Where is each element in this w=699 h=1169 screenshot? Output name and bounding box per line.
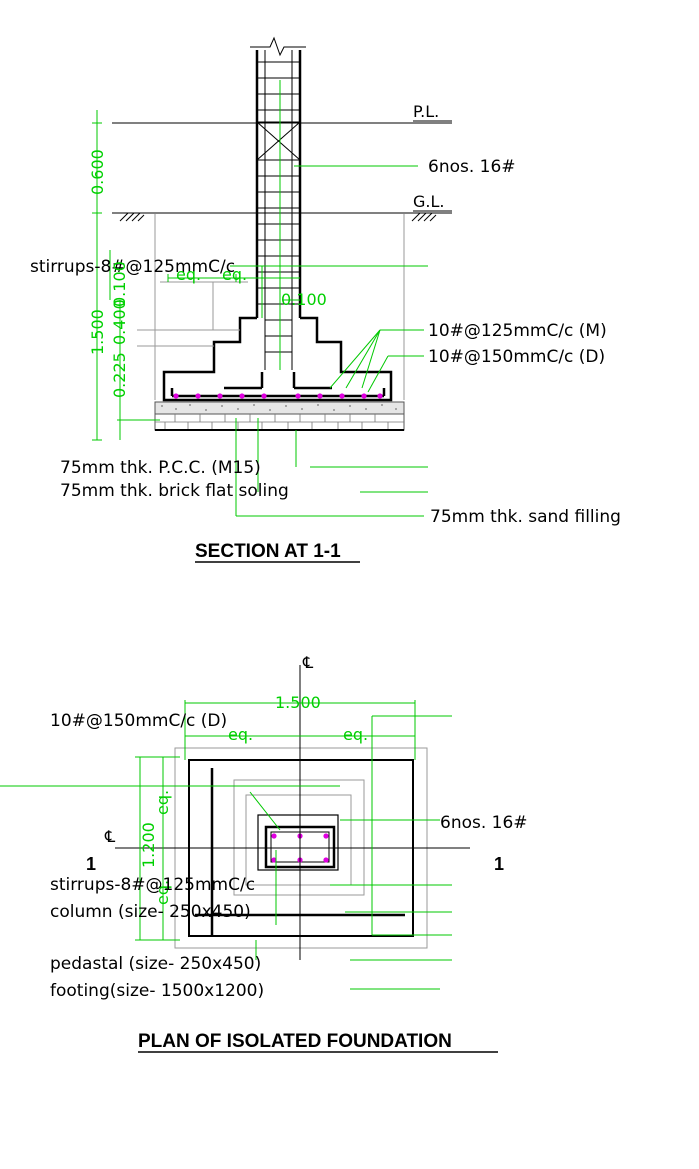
plan-eq-top-right: eq.	[343, 725, 368, 744]
plan-column-label: column (size- 250x450)	[50, 902, 251, 922]
plan-mesh-d-label: 10#@150mmC/c (D)	[50, 711, 227, 731]
section-dimensions	[92, 80, 428, 517]
dim-step2: 0.400	[110, 299, 129, 345]
section-mark-right: 1	[494, 854, 504, 874]
main-bars-label: 6nos. 16#	[428, 157, 516, 177]
plan-pedestal-label: pedastal (size- 250x450)	[50, 954, 261, 974]
column-section	[250, 36, 306, 370]
plan-title: PLAN OF ISOLATED FOUNDATION	[138, 1031, 452, 1052]
plan-column-bars	[271, 833, 329, 863]
dim-depth: 1.500	[88, 309, 107, 355]
pcc-layer	[154, 401, 405, 415]
mesh-d-label: 10#@150mmC/c (D)	[428, 347, 605, 367]
sand-filling-label: 75mm thk. sand filling	[430, 507, 621, 527]
brick-soling	[154, 413, 405, 431]
section-title: SECTION AT 1-1	[195, 541, 341, 562]
stirrups-label: stirrups-8#@125mmC/c	[30, 257, 235, 277]
dim-step1: 0.100	[110, 261, 129, 307]
brick-soling-label: 75mm thk. brick flat soling	[60, 481, 289, 501]
bottom-bars	[173, 393, 383, 399]
plan-eq-side-bottom: eq.	[153, 880, 172, 905]
plan-dim-width: 1.500	[275, 693, 321, 712]
pcc-label: 75mm thk. P.C.C. (M15)	[60, 458, 261, 478]
dim-base: 0.225	[110, 352, 129, 398]
ground-hatch-left	[115, 212, 145, 222]
plan-main-bars-label: 6nos. 16#	[440, 813, 528, 833]
ground-hatch-right	[411, 212, 437, 222]
centerline-top: ℄	[302, 653, 314, 672]
mesh-m-label: 10#@125mmC/c (M)	[428, 321, 607, 341]
ground-level-label: G.L.	[413, 192, 444, 211]
plan-eq-top-left: eq.	[228, 725, 253, 744]
eq-right: eq.	[222, 265, 247, 284]
stepped-footing	[162, 316, 393, 402]
dim-top: 0.600	[88, 149, 107, 195]
plan-footing-label: footing(size- 1500x1200)	[50, 981, 264, 1001]
plan-drawing: ℄ ℄ 1 1 1.500	[0, 653, 528, 1053]
plan-dim-height: 1.200	[139, 822, 158, 868]
plan-stirrups-label: stirrups-8#@125mmC/c	[50, 875, 255, 895]
dim-pedestal-offset: 0.100	[281, 290, 327, 309]
plan-dimensions	[0, 700, 452, 990]
section-drawing: P.L. G.L. 6nos. 16# stirrups-8#@125mmC/c…	[30, 36, 621, 563]
plan-eq-side-top: eq.	[153, 790, 172, 815]
centerline-left: ℄	[104, 827, 116, 846]
eq-left: eq.	[176, 265, 201, 284]
section-mark-left: 1	[86, 854, 96, 874]
plinth-level-label: P.L.	[413, 102, 439, 121]
